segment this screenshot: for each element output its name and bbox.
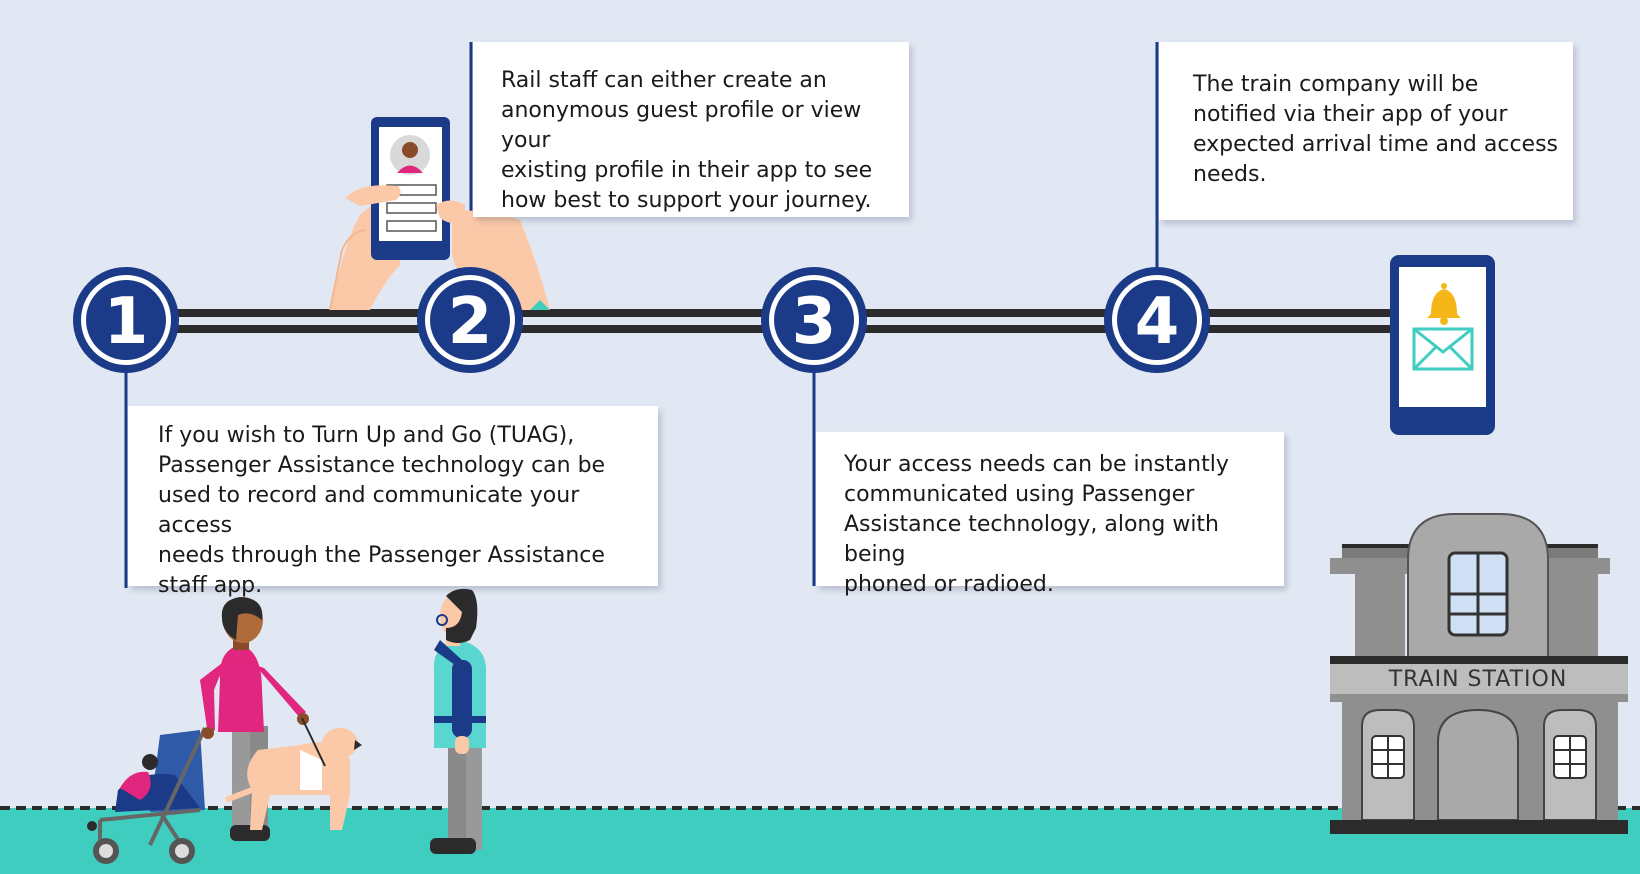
step-number-4: 4 <box>1135 285 1180 359</box>
station-label: TRAIN STATION <box>1388 667 1568 692</box>
step-4-card: The train company will be notified via t… <box>1159 42 1573 220</box>
step-2-card: Rail staff can either create an anonymou… <box>473 42 909 217</box>
envelope-icon <box>1412 327 1474 371</box>
man-with-glasses <box>430 588 486 854</box>
step-circle-4 <box>1104 267 1210 373</box>
step-2-text: Rail staff can either create an anonymou… <box>501 68 873 213</box>
step-1-card: If you wish to Turn Up and Go (TUAG), Pa… <box>128 406 658 598</box>
step-1-text: If you wish to Turn Up and Go (TUAG), Pa… <box>158 423 606 598</box>
step-3-card: Your access needs can be instantly commu… <box>816 432 1284 597</box>
step-number-1: 1 <box>104 285 149 359</box>
step-4-text: The train company will be notified via t… <box>1193 72 1558 187</box>
bell-icon <box>1427 283 1461 325</box>
step-number-3: 3 <box>792 285 837 359</box>
step-3-text: Your access needs can be instantly commu… <box>844 452 1229 597</box>
woman-with-pushchair-and-guide-dog <box>87 597 362 864</box>
step-number-2: 2 <box>448 285 493 359</box>
timeline-track <box>126 309 1396 333</box>
phone-with-profile-icon <box>329 117 550 311</box>
step-circle-2 <box>417 267 523 373</box>
step-circle-3 <box>761 267 867 373</box>
train-station-building <box>1330 513 1628 834</box>
phone-notification-icon <box>1390 255 1495 435</box>
step-circle-1 <box>73 267 179 373</box>
